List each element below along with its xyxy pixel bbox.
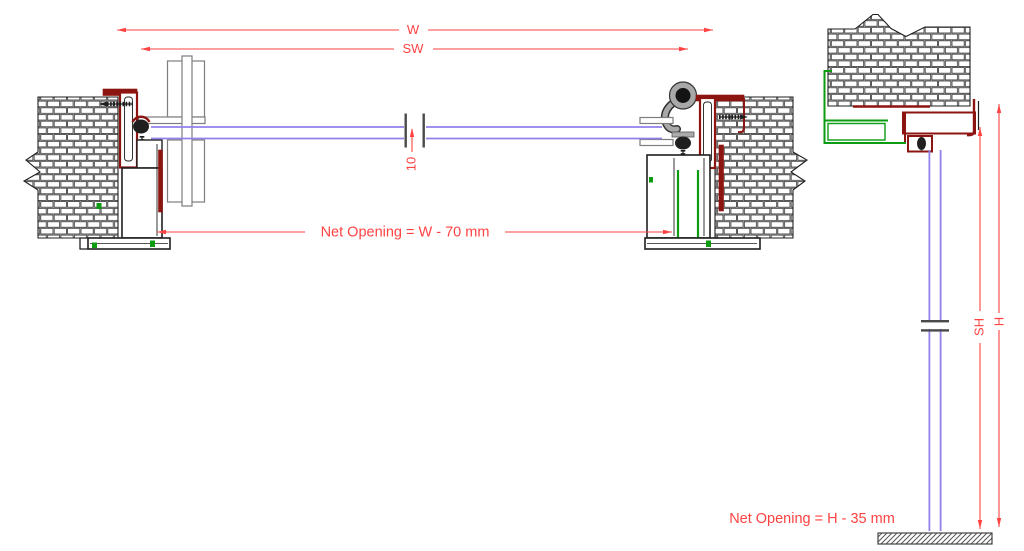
glazing-clamp-head: [917, 137, 926, 151]
net-opening-w-label: Net Opening = W - 70 mm: [321, 225, 490, 241]
dimension-sh: SH: [971, 127, 986, 529]
left-jamb-detail: [79, 88, 171, 250]
net-opening-h-label: Net Opening = H - 35 mm: [729, 511, 895, 527]
dimension-glass-gap-label: 10: [403, 157, 418, 171]
right-jamb-detail: [644, 81, 761, 250]
gasket-cap: [671, 131, 695, 138]
glazing-gasket-top: [639, 116, 674, 125]
dimension-h: H: [991, 104, 1006, 527]
anchor-screw-horizontal-right: [719, 114, 748, 120]
dimension-net-opening-w: Net Opening = W - 70 mm: [157, 225, 672, 241]
window-handle: [660, 81, 698, 134]
dimension-glass-gap: 10: [403, 128, 418, 171]
dimension-sw-label: SW: [403, 41, 425, 56]
glass-break-symbol-vertical: [921, 320, 949, 332]
vertical-dimensions: H SH Net Opening = H - 35 mm: [729, 104, 1006, 529]
plan-dimensions: W SW 10 Net Opening = W - 70 mm: [117, 22, 713, 241]
dimension-h-label: H: [991, 317, 1006, 326]
anchor-screw-horizontal: [99, 101, 133, 107]
dimension-w: W: [117, 22, 713, 37]
glazing-clamp-left: [131, 115, 151, 134]
glass-break-symbol-plan: [404, 113, 425, 148]
glazing-clamp-right: [675, 136, 691, 150]
head-frame-detail: [823, 70, 980, 153]
glazing-plan: [151, 113, 674, 148]
dimension-sw: SW: [141, 41, 688, 56]
dimension-sh-label: SH: [971, 318, 986, 336]
dimension-w-label: W: [407, 22, 420, 37]
left-wall-brick: [22, 96, 119, 239]
head-wall-brick: [827, 13, 971, 107]
glazing-vertical: [921, 150, 949, 531]
glazing-gasket-bottom: [639, 138, 674, 147]
centre-partition: [137, 55, 206, 207]
floor-hatch: [877, 532, 993, 545]
vertical-section: H SH Net Opening = H - 35 mm: [729, 13, 1006, 545]
plan-section: W SW 10 Net Opening = W - 70 mm: [22, 22, 808, 250]
